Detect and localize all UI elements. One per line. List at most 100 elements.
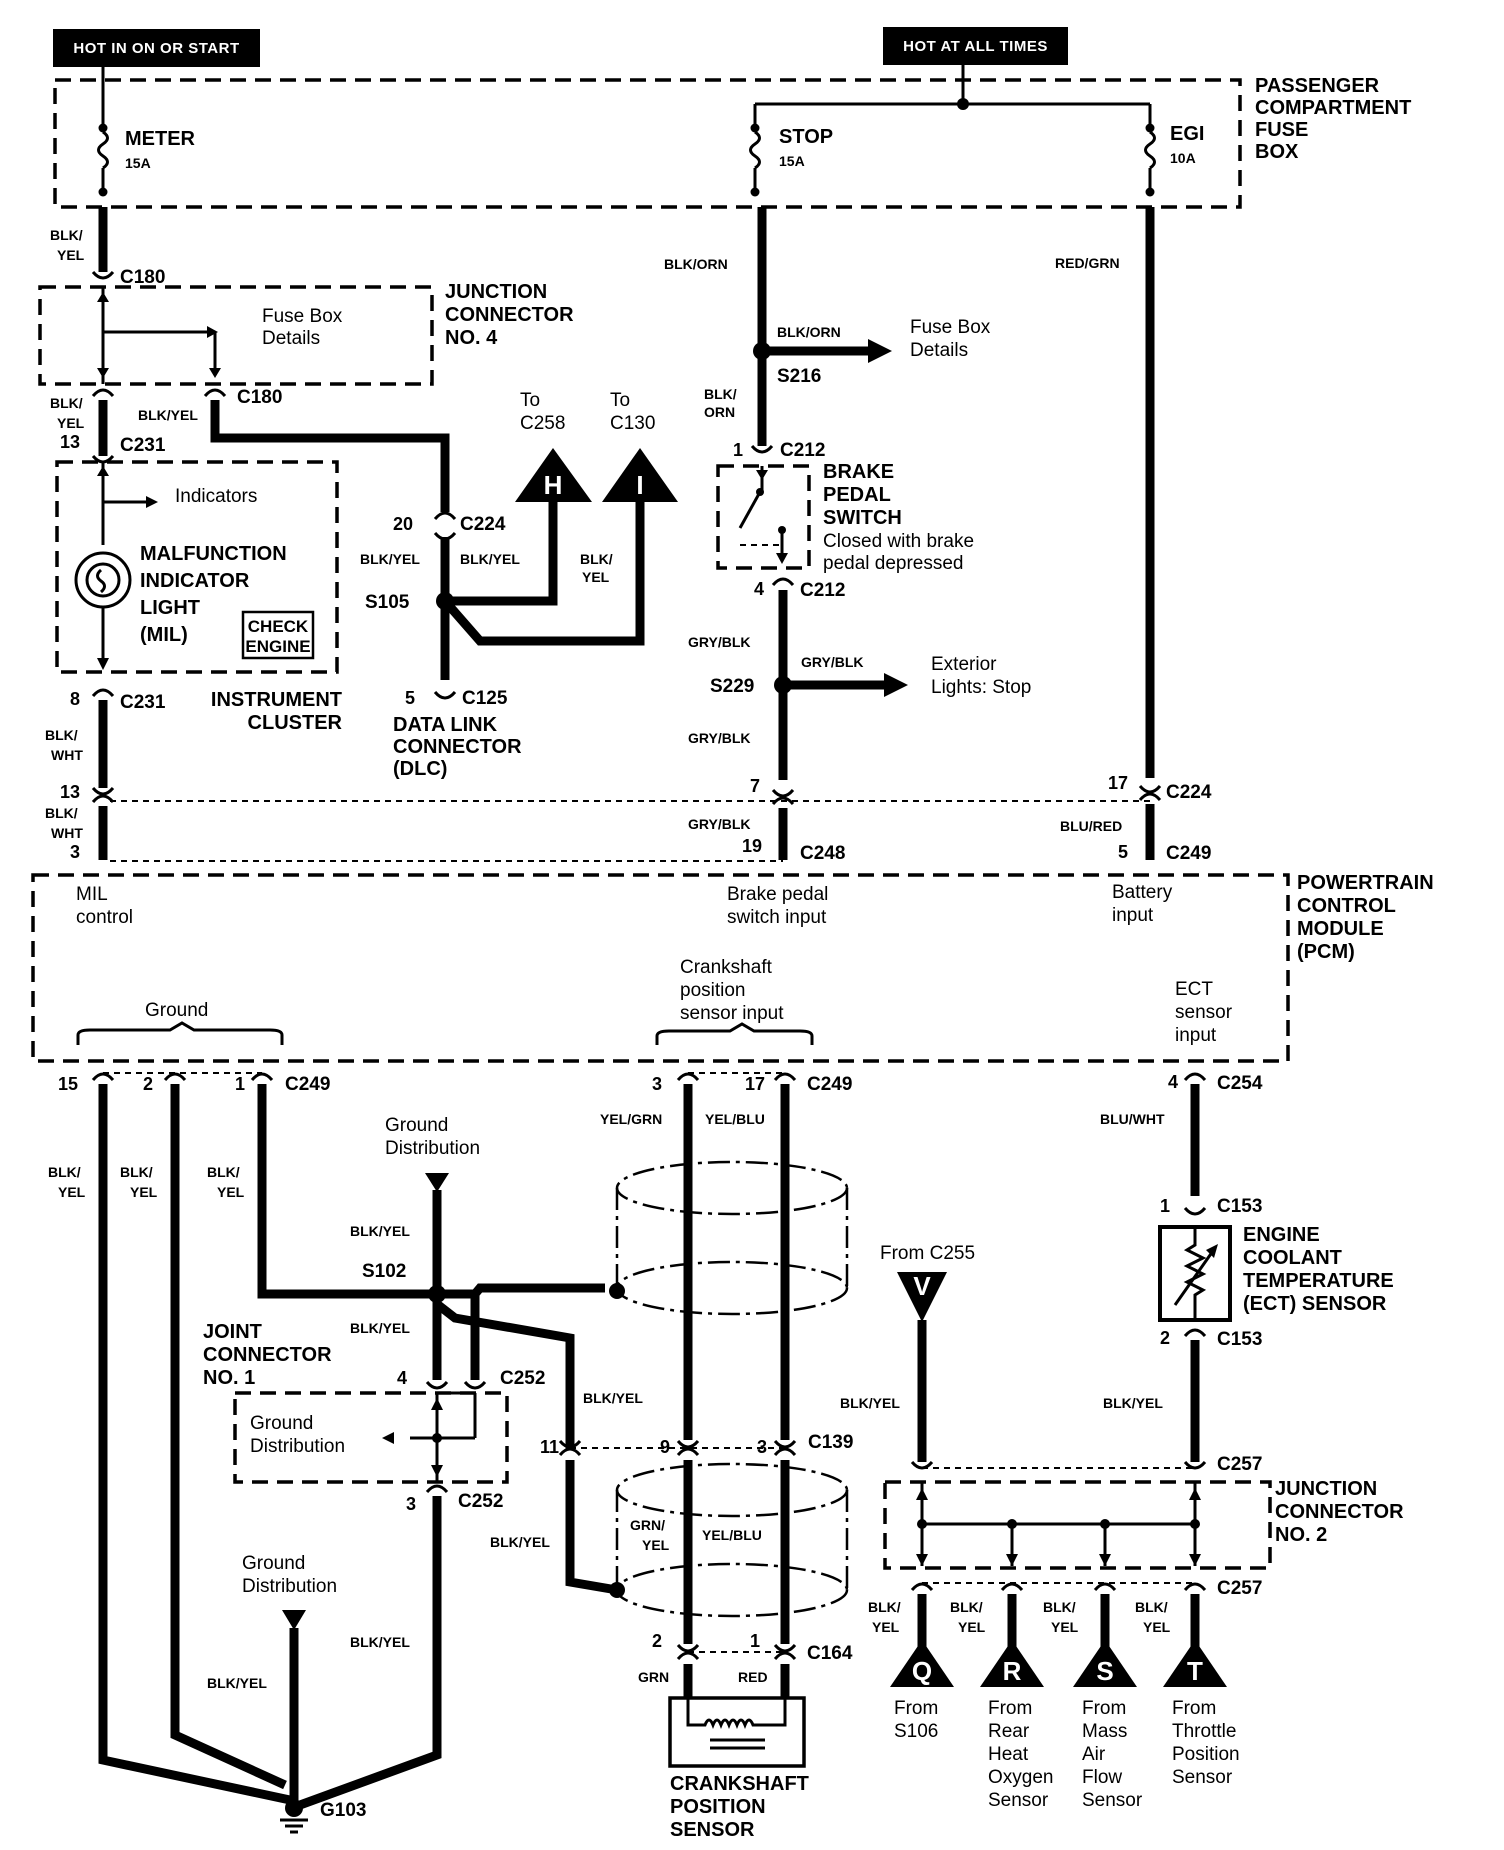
svg-text:GRN: GRN — [638, 1669, 669, 1685]
svg-text:C164: C164 — [807, 1643, 853, 1664]
off-page-t: T From Throttle Position Sensor — [1163, 1640, 1240, 1788]
svg-text:CONTROL: CONTROL — [1297, 895, 1396, 917]
svg-text:Rear: Rear — [988, 1721, 1030, 1742]
svg-text:From: From — [1082, 1698, 1126, 1719]
svg-text:INSTRUMENT: INSTRUMENT — [211, 689, 342, 711]
svg-text:YEL: YEL — [1143, 1619, 1171, 1635]
svg-text:Crankshaft: Crankshaft — [680, 957, 773, 978]
svg-text:C249: C249 — [807, 1074, 852, 1095]
svg-text:RED: RED — [738, 1669, 768, 1685]
hot-in-on-or-start-header: HOT IN ON OR START — [53, 29, 260, 67]
svg-text:To: To — [520, 390, 540, 411]
pcm-ckp-input: Crankshaft position sensor input — [680, 957, 784, 1024]
fuse-box-outline — [53, 78, 1242, 209]
svg-text:JUNCTION: JUNCTION — [1275, 1478, 1377, 1500]
svg-text:input: input — [1112, 905, 1154, 926]
svg-text:position: position — [680, 980, 746, 1001]
svg-text:PASSENGER: PASSENGER — [1255, 75, 1380, 97]
svg-text:YEL: YEL — [58, 1184, 86, 1200]
svg-text:20: 20 — [393, 514, 413, 534]
svg-text:METER: METER — [125, 128, 196, 150]
svg-text:CONNECTOR: CONNECTOR — [1275, 1501, 1404, 1523]
svg-text:C212: C212 — [800, 580, 845, 601]
svg-text:1: 1 — [1160, 1196, 1170, 1216]
off-page-h: H — [515, 448, 592, 502]
meter-fuse: METER 15A — [97, 123, 196, 197]
mil-label: MALFUNCTION INDICATOR LIGHT (MIL) — [140, 543, 287, 646]
svg-text:EGI: EGI — [1170, 123, 1204, 145]
svg-text:Lights: Stop: Lights: Stop — [931, 677, 1031, 698]
pcm-brake-input: Brake pedal switch input — [727, 884, 828, 928]
svg-text:BRAKE: BRAKE — [823, 461, 894, 483]
svg-text:1: 1 — [733, 440, 743, 460]
svg-text:5: 5 — [1118, 842, 1128, 862]
off-page-i: I — [602, 448, 678, 502]
joint-connector-1-internals — [382, 1391, 477, 1482]
junction-connector-2-internals — [916, 1482, 1201, 1566]
junction-connector-4-label: JUNCTION CONNECTOR NO. 4 — [445, 281, 574, 349]
svg-text:C257: C257 — [1217, 1578, 1262, 1599]
svg-text:S216: S216 — [777, 366, 821, 387]
svg-text:Fuse Box: Fuse Box — [910, 317, 991, 338]
svg-text:switch input: switch input — [727, 907, 827, 928]
svg-text:(PCM): (PCM) — [1297, 941, 1355, 963]
svg-text:Sensor: Sensor — [1082, 1790, 1143, 1811]
svg-text:BLK/YEL: BLK/YEL — [350, 1223, 410, 1239]
shield-upper — [609, 1160, 849, 1316]
svg-text:C153: C153 — [1217, 1329, 1262, 1350]
svg-text:BLU/RED: BLU/RED — [1060, 818, 1122, 834]
svg-text:BOX: BOX — [1255, 141, 1299, 163]
svg-text:DATA LINK: DATA LINK — [393, 714, 498, 736]
svg-text:INDICATOR: INDICATOR — [140, 570, 250, 592]
svg-text:Details: Details — [262, 328, 320, 349]
svg-text:CONNECTOR: CONNECTOR — [445, 304, 574, 326]
svg-text:C252: C252 — [458, 1491, 503, 1512]
svg-text:15A: 15A — [125, 155, 151, 171]
svg-text:3: 3 — [652, 1074, 662, 1094]
svg-text:BLK/YEL: BLK/YEL — [350, 1634, 410, 1650]
svg-text:CHECK: CHECK — [248, 617, 309, 636]
svg-text:YEL/BLU: YEL/BLU — [702, 1527, 762, 1543]
svg-text:MODULE: MODULE — [1297, 918, 1384, 940]
off-page-v: V — [897, 1271, 947, 1322]
svg-text:Oxygen: Oxygen — [988, 1767, 1053, 1788]
svg-text:2: 2 — [652, 1631, 662, 1651]
off-page-q: Q From S106 — [890, 1640, 954, 1742]
svg-text:POSITION: POSITION — [670, 1796, 766, 1818]
svg-text:2: 2 — [143, 1074, 153, 1094]
svg-text:Ground: Ground — [145, 1000, 208, 1021]
svg-text:CONNECTOR: CONNECTOR — [393, 736, 522, 758]
mil-bulb-icon — [74, 551, 132, 609]
fuse-box-details-label-right: Fuse Box Details — [910, 317, 991, 361]
svg-text:BLK/: BLK/ — [45, 805, 78, 821]
svg-text:NO. 4: NO. 4 — [445, 327, 498, 349]
svg-text:C180: C180 — [120, 267, 165, 288]
svg-text:Ground: Ground — [242, 1553, 305, 1574]
svg-text:15: 15 — [58, 1074, 78, 1094]
svg-text:C258: C258 — [520, 413, 565, 434]
svg-text:BLK/: BLK/ — [45, 727, 78, 743]
svg-text:BLK/YEL: BLK/YEL — [207, 1675, 267, 1691]
joint-connector-1-box — [233, 1391, 509, 1484]
dlc-label: DATA LINK CONNECTOR (DLC) — [393, 714, 522, 780]
svg-text:10A: 10A — [1170, 150, 1196, 166]
svg-text:BLK/: BLK/ — [120, 1164, 153, 1180]
svg-text:Details: Details — [910, 340, 968, 361]
svg-text:ENGINE: ENGINE — [1243, 1224, 1320, 1246]
svg-text:YEL: YEL — [642, 1537, 670, 1553]
off-page-s: S From Mass Air Flow Sensor — [1073, 1640, 1143, 1811]
svg-text:4: 4 — [754, 579, 764, 599]
pcm-label: POWERTRAIN CONTROL MODULE (PCM) — [1297, 872, 1434, 963]
svg-text:C153: C153 — [1217, 1196, 1262, 1217]
svg-text:CLUSTER: CLUSTER — [248, 712, 343, 734]
svg-text:19: 19 — [742, 836, 762, 856]
svg-text:JOINT: JOINT — [203, 1321, 262, 1343]
svg-text:GRY/BLK: GRY/BLK — [688, 634, 750, 650]
svg-text:YEL/BLU: YEL/BLU — [705, 1111, 765, 1127]
junction-connector-2-box — [883, 1480, 1272, 1570]
svg-text:C125: C125 — [462, 688, 508, 709]
svg-text:S106: S106 — [894, 1721, 938, 1742]
svg-text:GRN/: GRN/ — [630, 1517, 665, 1533]
